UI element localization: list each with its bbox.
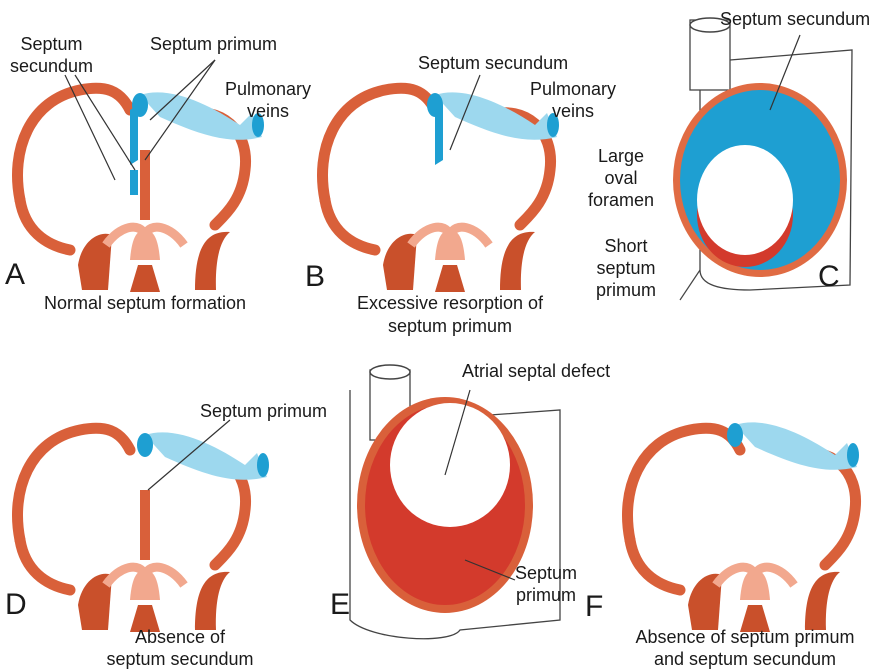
caption-d-line2: septum secundum [60,648,300,670]
caption-a: Normal septum formation [20,292,270,314]
caption-b-line1: Excessive resorption of [330,292,570,314]
label-septum-secundum-c: Septum secundum [720,8,870,30]
large-oval-foramen-shape [697,145,793,255]
label-pulmonary-veins-a: Pulmonary veins [225,78,311,122]
caption-f-line1: Absence of septum primum [612,626,878,648]
label-pulmonary-veins-b: Pulmonary veins [530,78,616,122]
panel-c-heart-view [673,18,852,300]
label-septum-primum-a: Septum primum [150,33,277,55]
panel-letter-c: C [818,262,840,292]
label-short-septum-primum: Short septum primum [596,235,656,301]
panel-d-heart [18,428,270,632]
label-septum-secundum-b: Septum secundum [418,52,568,74]
label-large-oval-foramen: Large oval foramen [588,145,654,211]
label-septum-secundum-a: Septum secundum [10,33,93,77]
panel-letter-b: B [305,262,325,292]
septum-secundum-shape-a [130,105,138,165]
septum-primum-shape-a [140,150,150,220]
label-septum-primum-d: Septum primum [200,400,327,422]
panel-b-heart [323,88,560,292]
panel-letter-d: D [5,590,27,620]
caption-f-line2: and septum secundum [612,648,878,670]
panel-letter-e: E [330,590,350,620]
septum-primum-shape-d [140,490,150,560]
label-atrial-septal-defect: Atrial septal defect [462,360,610,382]
panel-letter-a: A [5,260,25,290]
caption-b-line2: septum primum [330,315,570,337]
panel-letter-f: F [585,592,603,622]
caption-d-line1: Absence of [80,626,280,648]
label-septum-primum-e: Septum primum [515,562,577,606]
atrial-septal-defect-shape [390,403,510,527]
septum-secundum-shape-b [435,105,443,165]
panel-f-heart [628,422,860,632]
